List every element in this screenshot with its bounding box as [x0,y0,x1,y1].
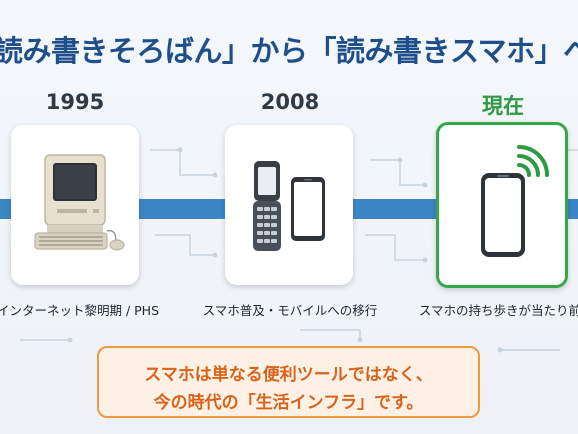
retro-computer-icon [34,154,125,251]
timeline-card-current [436,122,568,288]
timeline-card-1995 [11,125,139,285]
timeline-year-1995: 1995 [45,90,105,114]
timeline-caption-current: スマホの持ち歩きが当たり前 [418,303,578,318]
message-line-2: 今の時代の「生活インフラ」です。 [153,393,424,413]
message-box: スマホは単なる便利ツールではなく、 今の時代の「生活インフラ」です。 [97,346,480,418]
timeline-caption-2008: スマホ普及・モバイルへの移行 [202,303,378,318]
flip-phone-and-smartphone-icon [253,161,325,251]
timeline-year-2008: 2008 [260,90,320,114]
timeline-year-current: 現在 [482,94,524,118]
timeline-card-2008 [225,125,353,285]
page-title: 読み書きそろばん」から「読み書きスマホ」へ [0,34,578,68]
message-line-1: スマホは単なる便利ツールではなく、 [144,365,433,385]
timeline-caption-1995: インターネット黎明期 / PHS [0,303,160,318]
smartphone-signal-icon [481,145,549,257]
